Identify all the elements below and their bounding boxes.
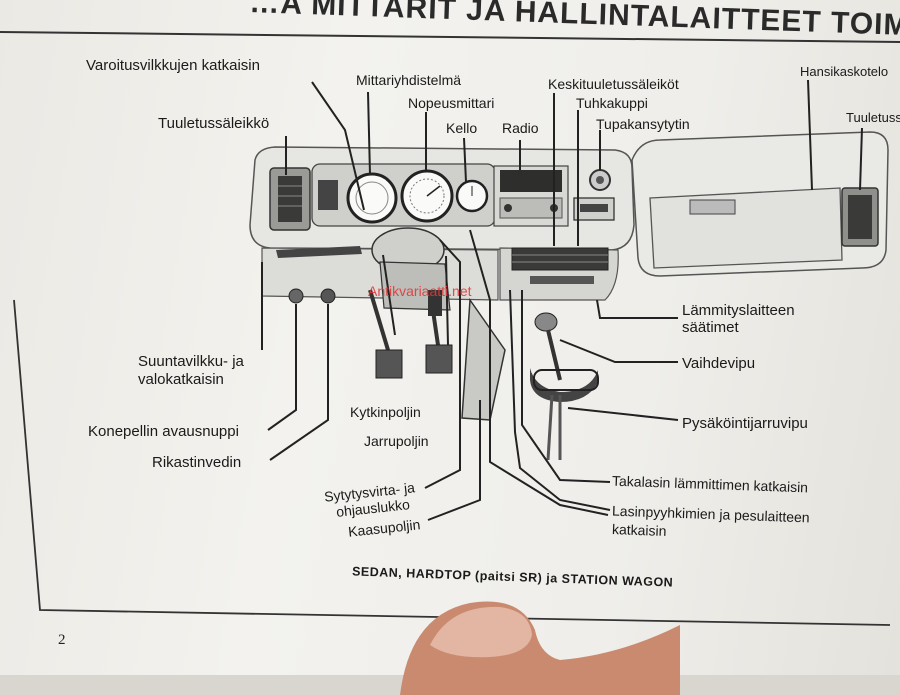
label-lighter: Tupakansytytin xyxy=(596,116,690,132)
center-console xyxy=(511,247,609,284)
label-center-vents: Keskituuletussäleiköt xyxy=(548,76,679,92)
label-speedometer: Nopeusmittari xyxy=(408,95,495,111)
label-glove-box: Hansikaskotelo xyxy=(800,64,889,79)
page-number: 2 xyxy=(58,632,66,648)
label-radio: Radio xyxy=(502,120,539,136)
label-hood-release: Konepellin avausnuppi xyxy=(88,423,239,440)
label-vent-right: Tuuletuss xyxy=(846,110,900,125)
label-parking-brake: Pysäköintijarruvipu xyxy=(682,415,808,432)
dashboard-diagram xyxy=(0,31,900,626)
thumb-photo xyxy=(400,601,680,695)
leader-lines xyxy=(261,79,863,521)
label-gear-lever: Vaihdevipu xyxy=(682,355,756,372)
turn-signal-stalk xyxy=(276,246,362,258)
choke-knob xyxy=(320,288,336,304)
glove-box xyxy=(649,187,843,269)
label-heater-controls-1: Lämmityslaitteen xyxy=(682,302,795,319)
label-clutch: Kytkinpoljin xyxy=(350,404,421,420)
label-heater-controls-2: säätimet xyxy=(682,319,739,336)
label-vent-left: Tuuletussäleikkö xyxy=(158,115,270,132)
label-wiper-switch-2: katkaisin xyxy=(611,521,667,539)
label-turn-signal-2: valokatkaisin xyxy=(138,371,224,388)
label-hazard-switch: Varoitusvilkkujen katkaisin xyxy=(86,57,260,74)
label-turn-signal-1: Suuntavilkku- ja xyxy=(138,353,244,370)
gear-lever xyxy=(530,312,599,461)
left-vent xyxy=(269,167,311,231)
right-vent xyxy=(841,187,879,247)
label-clock: Kello xyxy=(446,120,478,136)
label-choke: Rikastinvedin xyxy=(152,454,242,471)
hood-release-knob xyxy=(288,288,304,304)
watermark: Antikvariaatti.net xyxy=(368,283,472,299)
label-ashtray: Tuhkakuppi xyxy=(576,95,648,111)
label-instrument-cluster: Mittariyhdistelmä xyxy=(356,72,462,88)
label-brake: Jarrupoljin xyxy=(364,433,429,449)
instrument-cluster xyxy=(311,163,496,227)
radio xyxy=(493,165,569,227)
